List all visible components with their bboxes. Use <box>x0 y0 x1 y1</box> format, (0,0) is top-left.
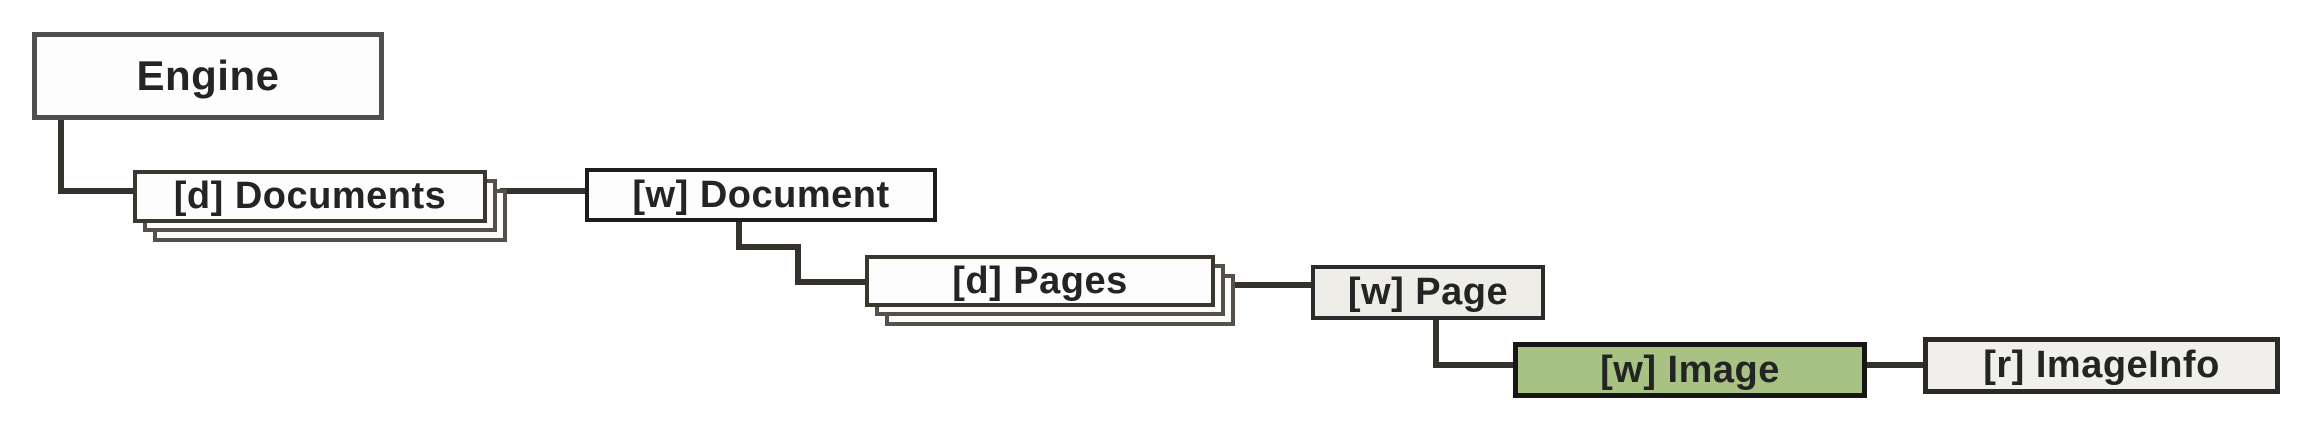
edge-engine-documents-vertical <box>58 117 64 194</box>
edge-document-pages-horizontal-1 <box>736 244 801 250</box>
edge-pages-page <box>1230 282 1312 288</box>
node-image-label: [w] Image <box>1600 348 1780 391</box>
node-imageinfo[interactable]: [r] ImageInfo <box>1923 337 2280 394</box>
node-imageinfo-label: [r] ImageInfo <box>1983 344 2220 386</box>
node-pages-label: [d] Pages <box>952 259 1128 302</box>
node-document-label: [w] Document <box>632 173 890 216</box>
node-page-label: [w] Page <box>1347 271 1509 313</box>
node-document[interactable]: [w] Document <box>585 168 937 222</box>
stack-layer-front: [d] Pages <box>865 255 1215 307</box>
edge-page-image-vertical <box>1433 318 1439 368</box>
edge-document-pages-vertical-1 <box>736 220 742 250</box>
edge-documents-document <box>500 188 585 194</box>
stack-layer-front: [d] Documents <box>133 170 487 223</box>
node-documents-collection[interactable]: [d] Documents <box>133 170 507 242</box>
node-documents-label: [d] Documents <box>173 175 447 217</box>
node-pages-collection[interactable]: [d] Pages <box>865 255 1235 326</box>
node-engine[interactable]: Engine <box>32 32 384 120</box>
edge-document-pages-vertical-2 <box>795 244 801 285</box>
edge-image-imageinfo <box>1864 362 1925 368</box>
edge-document-pages-horizontal-2 <box>795 279 866 285</box>
node-engine-label: Engine <box>136 52 280 99</box>
edge-page-image-horizontal <box>1433 362 1515 368</box>
node-page[interactable]: [w] Page <box>1311 265 1545 320</box>
edge-engine-documents-horizontal <box>58 188 135 194</box>
node-image[interactable]: [w] Image <box>1513 342 1867 398</box>
